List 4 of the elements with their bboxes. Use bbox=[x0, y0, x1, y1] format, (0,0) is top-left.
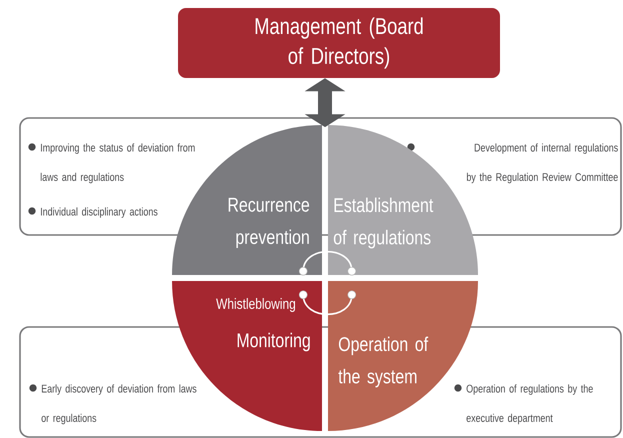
management-box: Management (Board of Directors) bbox=[178, 8, 500, 78]
bullet-text: Individual disciplinary actions bbox=[28, 207, 158, 218]
connector bbox=[298, 250, 356, 276]
connector bbox=[298, 290, 356, 316]
